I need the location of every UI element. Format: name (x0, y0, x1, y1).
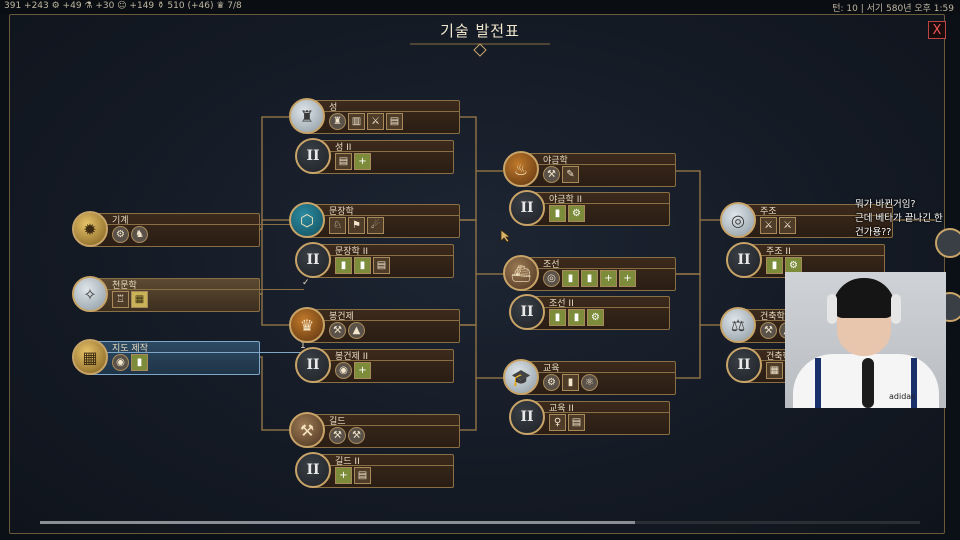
coins-icon: ◎ (720, 202, 756, 238)
unlock-icon[interactable]: ▮ (562, 374, 579, 391)
graduation-icon: 🎓 (503, 359, 539, 395)
unlock-icon[interactable]: ⚙ (568, 205, 585, 222)
chat-line: 건가용?? (855, 227, 892, 238)
roman-numeral-badge: II (295, 242, 331, 278)
roman-numeral-badge: II (509, 190, 545, 226)
unlock-icon[interactable]: ▮ (766, 257, 783, 274)
top-status-bar: 391 +243 ⚙ +49 ⚗ +30 ☺ +149 ⚱ 510 (+46) … (0, 0, 960, 14)
title-ornament (410, 43, 550, 57)
unlock-icon[interactable]: ⚛ (581, 374, 598, 391)
unlock-icon[interactable]: ⚒ (348, 427, 365, 444)
plus-icon[interactable]: + (619, 270, 636, 287)
roman-numeral-badge: II (726, 242, 762, 278)
unlock-icon[interactable]: ⚒ (543, 166, 560, 183)
horizontal-scrollbar[interactable] (40, 521, 920, 524)
unlock-icon[interactable]: ▤ (386, 113, 403, 130)
telescope-icon: ✧ (72, 276, 108, 312)
unlock-icon[interactable]: ▦ (766, 362, 783, 379)
roman-numeral-badge: II (295, 452, 331, 488)
tech-offscreen-node[interactable] (935, 228, 960, 258)
unlock-icon[interactable]: ⚙ (112, 226, 129, 243)
shield-icon: ⬡ (289, 202, 325, 238)
unlock-icon[interactable]: ▤ (568, 414, 585, 431)
castle-icon: ♜ (289, 98, 325, 134)
unlock-icon[interactable]: ◉ (335, 362, 352, 379)
unlock-icon[interactable]: ◎ (543, 270, 560, 287)
hammer-icon: ⚒ (289, 412, 325, 448)
roman-numeral-badge: II (726, 347, 762, 383)
compass-icon: ⚖ (720, 307, 756, 343)
unlock-icon[interactable]: ⚑ (348, 217, 365, 234)
unlock-icon[interactable]: ⚙ (587, 309, 604, 326)
unlock-icon[interactable]: ▤ (335, 153, 352, 170)
unlock-icon[interactable]: ◉ (112, 354, 129, 371)
chat-overlay: 뭐가 바뀐거임? 근데 베타가 끝나긴 한 건가용?? (855, 198, 943, 240)
cursor-icon (500, 229, 512, 243)
window-title: 기술 발전표 (440, 22, 520, 40)
unlock-icon[interactable]: ⚒ (329, 322, 346, 339)
unlock-icon[interactable]: ♞ (131, 226, 148, 243)
unlock-icon[interactable]: ♘ (329, 217, 346, 234)
researched-check-icon: ✓ (302, 278, 310, 288)
unlock-icon[interactable]: ▥ (348, 113, 365, 130)
unlock-icon[interactable]: ♜ (329, 113, 346, 130)
unlock-icon[interactable]: ⚒ (329, 427, 346, 444)
unlock-icon[interactable]: ☄ (367, 217, 384, 234)
unlock-icon[interactable]: ♖ (112, 291, 129, 308)
microphone-icon (862, 358, 874, 408)
unlock-icon[interactable]: ▮ (354, 257, 371, 274)
unlock-icon[interactable]: ▮ (131, 354, 148, 371)
unlock-icon[interactable]: ▤ (373, 257, 390, 274)
crown-icon: ♛ (289, 307, 325, 343)
gear-icon: ✹ (72, 211, 108, 247)
unlock-icon[interactable]: ▮ (549, 205, 566, 222)
roman-numeral-badge: II (295, 138, 331, 174)
roman-numeral-badge: II (295, 347, 331, 383)
webcam-overlay: adidas (785, 272, 946, 408)
unlock-icon[interactable]: ▮ (549, 309, 566, 326)
unlock-icon[interactable]: ⚒ (760, 322, 777, 339)
unlock-icon[interactable]: ▦ (131, 291, 148, 308)
scrollbar-thumb[interactable] (40, 521, 635, 524)
plus-icon[interactable]: + (600, 270, 617, 287)
unlock-icon[interactable]: ▤ (354, 467, 371, 484)
map-icon: ▦ (72, 339, 108, 375)
unlock-icon[interactable]: ⚔ (760, 217, 777, 234)
turn-date-time: 턴: 10 | 서기 580년 오후 1:59 (832, 4, 954, 14)
chat-line: 근데 베타가 끝나긴 한 (855, 213, 943, 224)
unlock-icon[interactable]: ⚔ (779, 217, 796, 234)
adidas-logo: adidas (889, 392, 916, 401)
resource-summary: 391 +243 ⚙ +49 ⚗ +30 ☺ +149 ⚱ 510 (+46) … (4, 1, 242, 11)
plus-icon[interactable]: + (354, 362, 371, 379)
chat-line: 뭐가 바뀐거임? (855, 199, 916, 210)
unlock-icon[interactable]: ▮ (568, 309, 585, 326)
plus-icon[interactable]: + (335, 467, 352, 484)
roman-numeral-badge: II (509, 399, 545, 435)
unlock-icon[interactable]: ▮ (581, 270, 598, 287)
unlock-icon[interactable]: ▮ (335, 257, 352, 274)
unlock-icon[interactable]: ⚔ (367, 113, 384, 130)
plus-icon[interactable]: + (354, 153, 371, 170)
close-button[interactable]: X (928, 21, 946, 39)
roman-numeral-badge: II (509, 294, 545, 330)
crucible-icon: ♨ (503, 151, 539, 187)
unlock-icon[interactable]: ⚙ (543, 374, 560, 391)
unlock-icon[interactable]: ▮ (562, 270, 579, 287)
unlock-icon[interactable]: ▲ (348, 322, 365, 339)
unlock-icon[interactable]: ♀ (549, 414, 566, 431)
ship-icon: ⛴ (503, 255, 539, 291)
unlock-icon[interactable]: ✎ (562, 166, 579, 183)
